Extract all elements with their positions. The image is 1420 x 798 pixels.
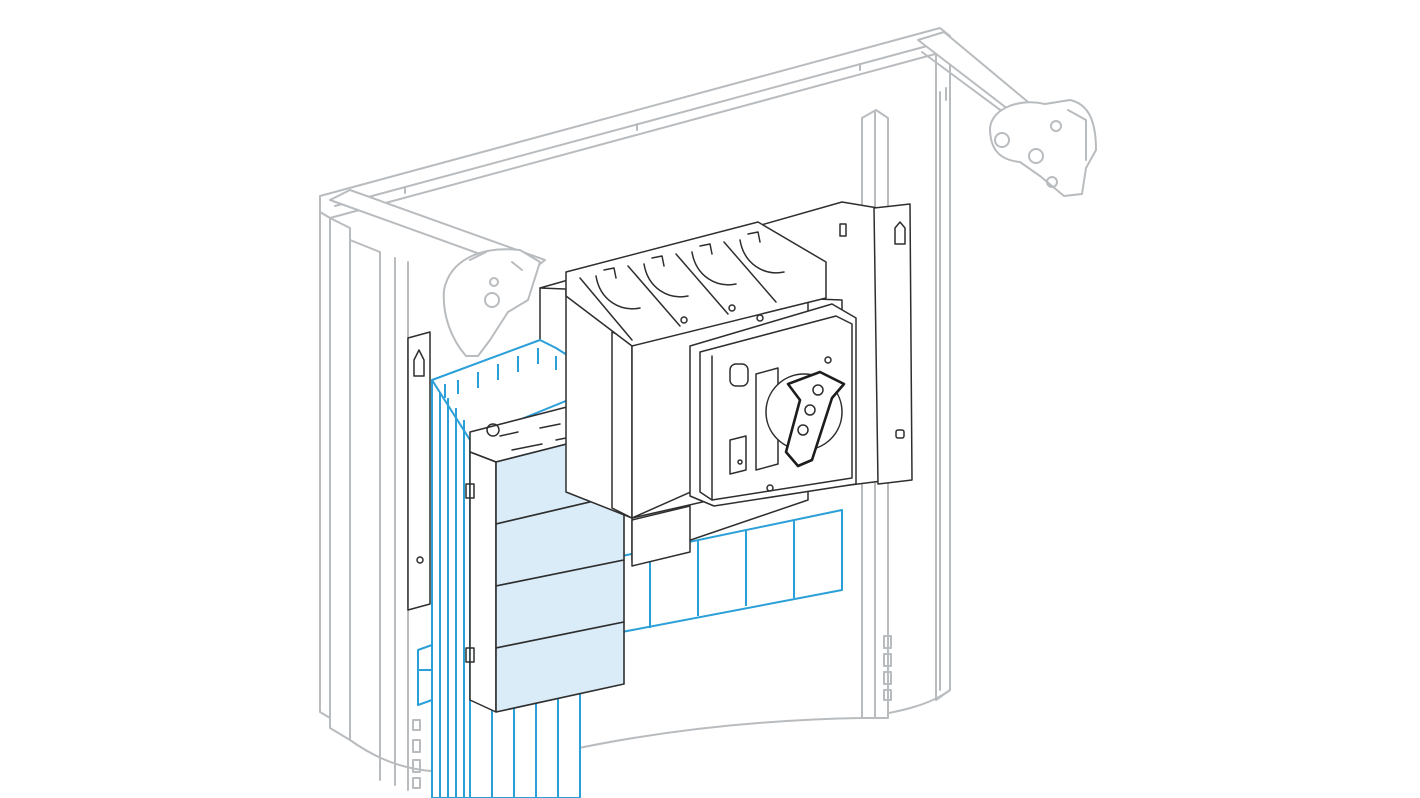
busbar-distribution-block [417,339,843,798]
terminal-slots [579,231,785,341]
front-cover-hinge-right [917,31,1097,197]
left-mounting-upright [407,331,431,611]
rotary-handle [765,370,846,468]
right-rail-slots [883,635,892,701]
front-cover-hinge-left [329,189,546,357]
left-wall-slots [412,719,421,789]
